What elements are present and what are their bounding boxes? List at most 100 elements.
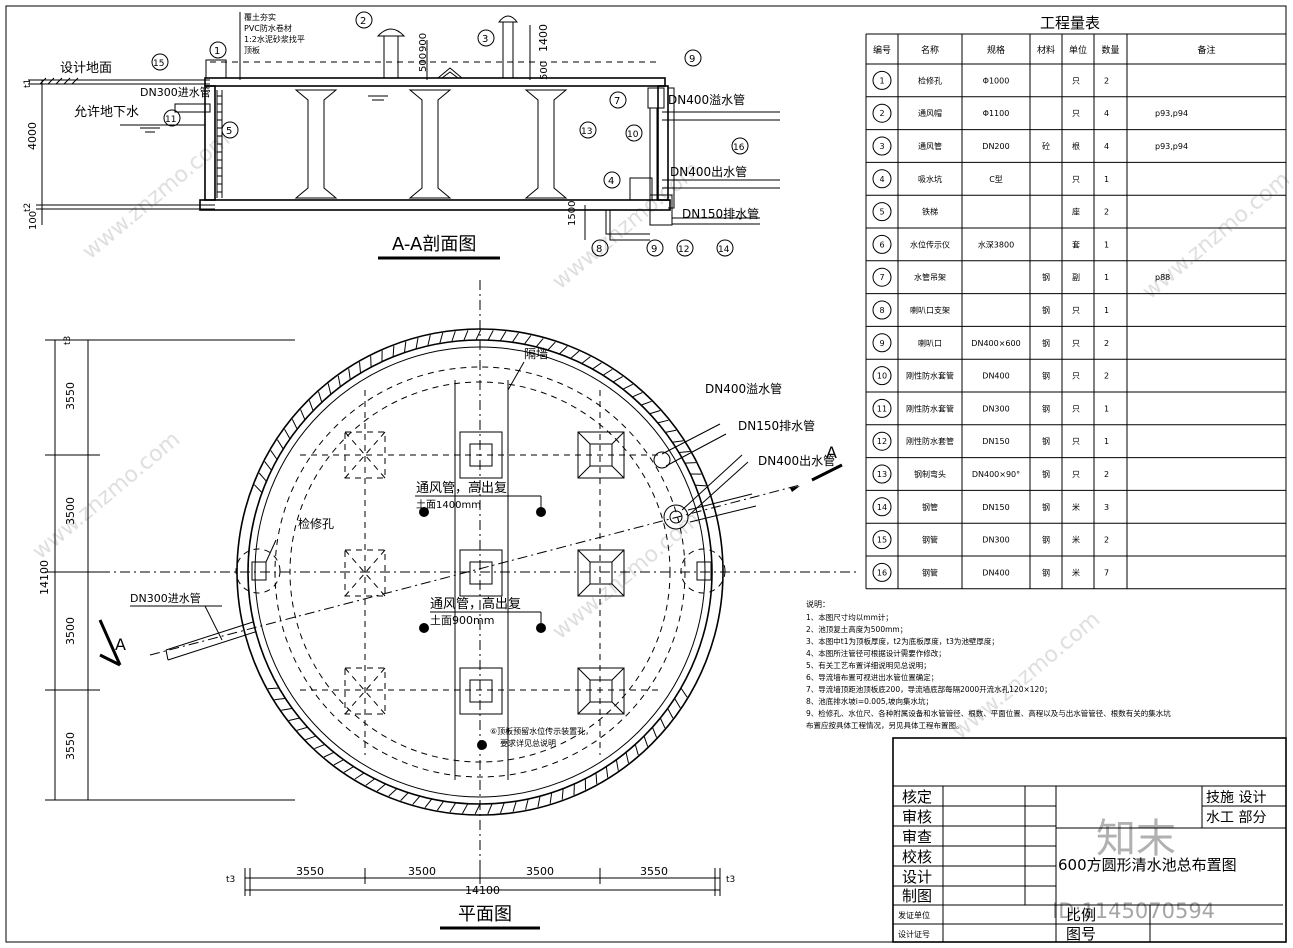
- tb-cert-label: 设计证号: [898, 929, 930, 939]
- note-line: 9、检修孔、水位尺、各种附属设备和水管管径、根数、平面位置、高程以及与出水管管径…: [806, 708, 1171, 718]
- t2-label: t2: [23, 203, 33, 212]
- bottom-dimensions: 3550 3500 3500 3550 14100 t3 t3: [226, 865, 735, 897]
- table-cell: p93,p94: [1155, 142, 1188, 151]
- note-line: 8、池底排水坡i=0.005,坡向集水坑；: [806, 696, 933, 706]
- svg-text:3550: 3550: [296, 865, 324, 878]
- inlet-pipe-plan: [165, 621, 256, 661]
- hatch-line: [659, 717, 666, 729]
- plan-view: A A 隔墙 检修孔 通风管，高出复 土面1400mm 通风管，高出复 土面90…: [38, 280, 860, 930]
- table-number-circle: [872, 267, 892, 287]
- roof-note-3: 1:2水泥砂浆找平: [244, 34, 305, 44]
- plan-drain-label: DN150排水管: [738, 418, 815, 433]
- section-drain-label: DN150排水管: [682, 206, 759, 221]
- table-cell: 11: [877, 404, 887, 413]
- table-cell: 只: [1072, 470, 1080, 479]
- svg-text:16: 16: [733, 143, 745, 153]
- hatch-line: [499, 331, 507, 342]
- table-cell: 6: [879, 240, 884, 249]
- table-cell: DN400×90°: [972, 470, 1020, 479]
- table-cell: 钢: [1042, 371, 1050, 381]
- tb-scale-label: 比例: [1066, 906, 1096, 924]
- table-cell: 4: [1104, 142, 1109, 151]
- hatch-line: [625, 752, 629, 764]
- table-cell: 只: [1072, 109, 1080, 118]
- right-pipework: [584, 87, 780, 241]
- hatch-line: [561, 788, 564, 800]
- hatch-line: [270, 450, 278, 460]
- hatch-line: [581, 356, 591, 364]
- table-cell: 3: [879, 142, 884, 151]
- hatch-line: [680, 687, 688, 698]
- manhole-right: [696, 561, 712, 581]
- table-cell: 1: [879, 76, 884, 85]
- table-cell: 刚性防水套管: [906, 371, 954, 381]
- table-number-circle: [872, 464, 892, 484]
- table-cell: 钢: [1042, 305, 1050, 315]
- hatch-line: [314, 743, 325, 750]
- partition-label: 隔墙: [524, 347, 548, 361]
- table-cell: 喇叭口: [918, 338, 942, 348]
- table-cell: 只: [1072, 175, 1080, 184]
- svg-text:14: 14: [718, 245, 730, 255]
- watermark-site: www.znzmo.com: [1138, 167, 1293, 305]
- tb-role: 核定: [902, 788, 932, 806]
- table-cell: 4: [1104, 109, 1109, 118]
- dim-4000: 4000: [26, 122, 39, 150]
- svg-text:3: 3: [482, 34, 488, 45]
- table-cell: DN200: [982, 142, 1009, 151]
- table-number-circle: [872, 136, 892, 156]
- hatch-line: [643, 735, 649, 747]
- hatch-line: [403, 341, 407, 353]
- column-pads-middle: [459, 431, 503, 715]
- hatch-line: [559, 345, 568, 355]
- hatch-line: [392, 345, 395, 357]
- tb-role: 审核: [902, 808, 932, 826]
- hatch-line: [511, 332, 519, 343]
- table-cell: 16: [877, 568, 887, 577]
- svg-text:13: 13: [581, 127, 592, 137]
- svg-text:4: 4: [608, 176, 614, 187]
- columns: [294, 89, 568, 199]
- hatch-line: [343, 766, 354, 773]
- left-dimensions: 3550 3500 3500 3550 14100 t3: [38, 336, 295, 801]
- hatch-line: [253, 484, 263, 493]
- ladder: [216, 90, 223, 198]
- table-number-circle: [872, 366, 892, 386]
- table-cell: 14: [877, 503, 887, 512]
- tb-drawing-title: 600方圆形清水池总布置图: [1058, 856, 1237, 874]
- table-cell: 只: [1072, 339, 1080, 348]
- hatch-line: [535, 338, 544, 348]
- hatch-line: [523, 335, 532, 345]
- table-cell: 刚性防水套管: [906, 436, 954, 446]
- table-cell: 钢管: [922, 502, 938, 512]
- table-number-circle: [872, 70, 892, 90]
- roof-note-2: PVC防水卷材: [244, 23, 292, 33]
- table-cell: 钢: [1042, 535, 1050, 545]
- table-header: 单位: [1069, 44, 1087, 56]
- table-number-circle: [872, 103, 892, 123]
- table-cell: Φ1000: [983, 76, 1010, 85]
- hatch-line: [365, 778, 375, 786]
- watermark-site: www.znzmo.com: [28, 427, 185, 565]
- note-line: 7、导流墙顶距池顶板底200，导流墙底部每隔2000开流水孔120×120；: [806, 684, 1052, 694]
- hatch-line: [337, 375, 341, 387]
- svg-text:14100: 14100: [38, 560, 51, 595]
- hatch-line: [308, 400, 314, 412]
- table-cell: 7: [879, 273, 884, 282]
- svg-text:12: 12: [678, 245, 689, 255]
- hatch-line: [412, 795, 421, 805]
- hatch-line: [268, 687, 280, 690]
- hatch-line: [622, 383, 633, 390]
- id-watermark: ID:1145070594: [1052, 899, 1215, 923]
- hatch-line: [276, 439, 284, 450]
- tb-unit-label: 发证单位: [898, 910, 930, 920]
- table-cell: 钢: [1042, 436, 1050, 446]
- table-header: 备注: [1197, 44, 1215, 56]
- table-cell: 砼: [1042, 141, 1050, 151]
- roof-note-1: 覆土夯实: [244, 12, 276, 22]
- table-cell: 2: [1104, 339, 1109, 348]
- note-line: 4、本图所注管径可根据设计需要作修改；: [806, 648, 946, 658]
- hatch-line: [333, 759, 344, 766]
- right-pipes-plan: [653, 423, 757, 530]
